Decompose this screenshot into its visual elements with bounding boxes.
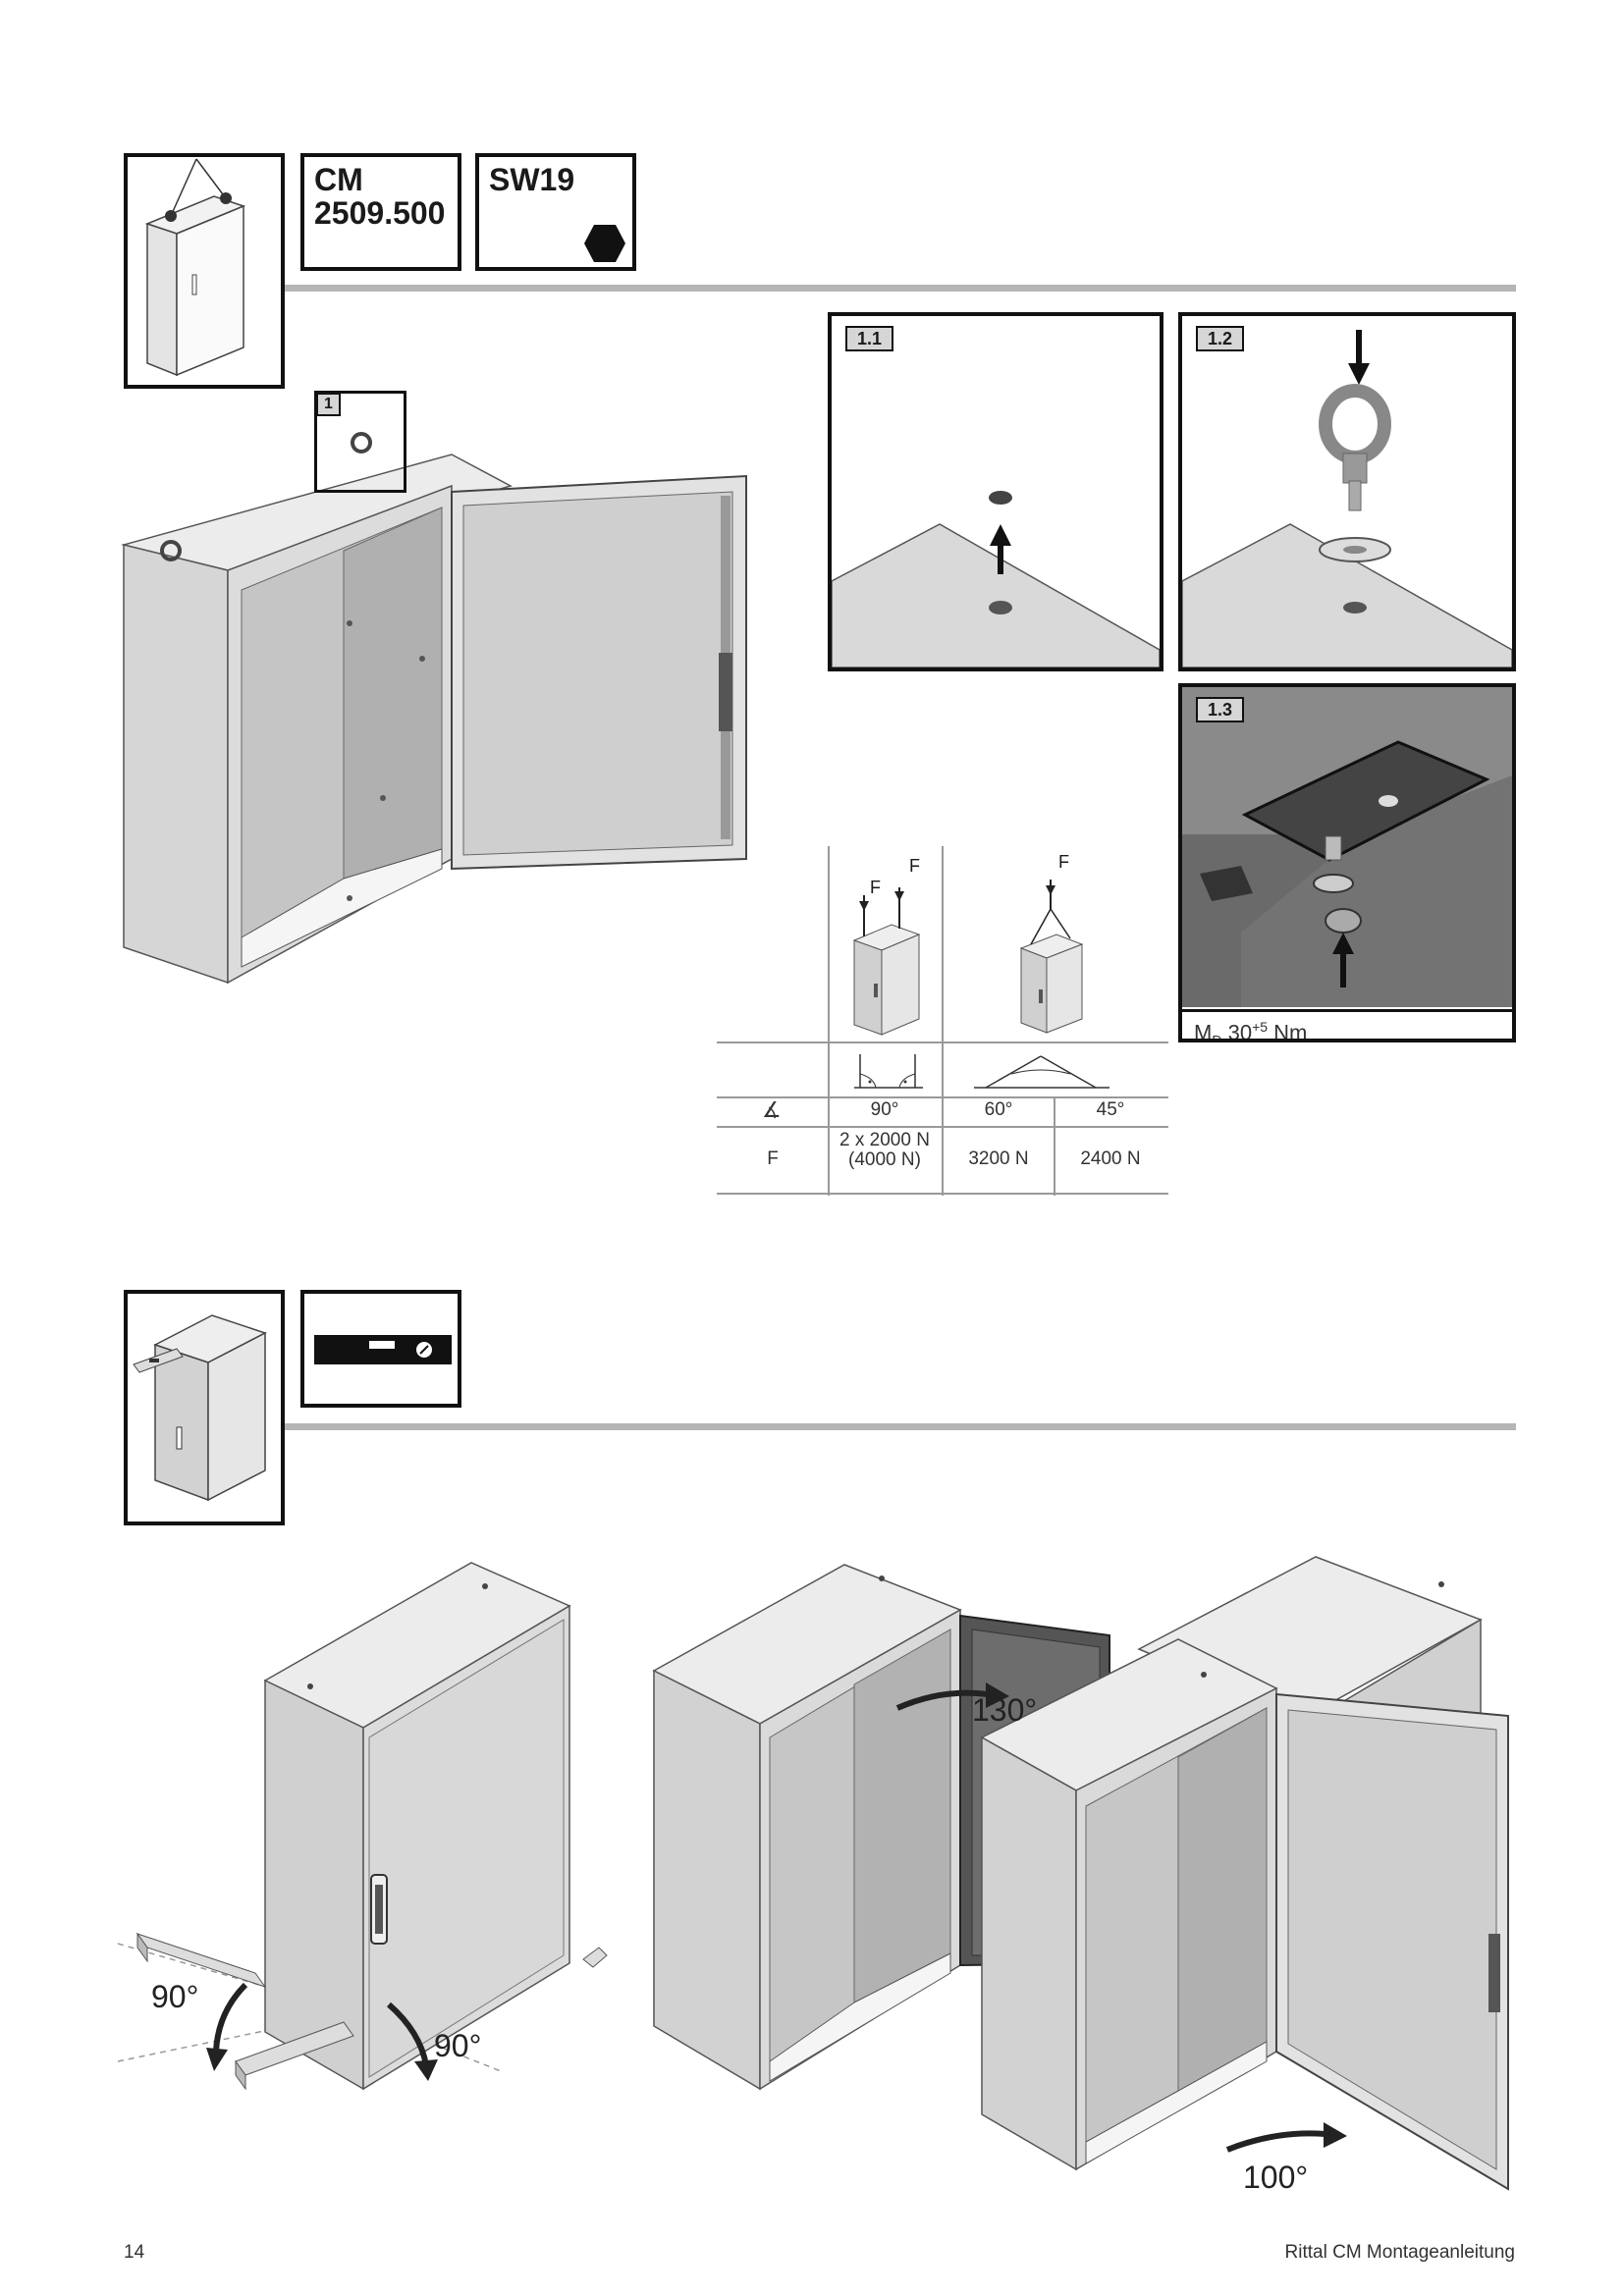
tool-label: SW19 — [489, 162, 575, 197]
detail-1-3-tag: 1.3 — [1196, 697, 1245, 722]
section2-divider — [285, 1423, 1516, 1430]
torque-unit: Nm — [1273, 1020, 1308, 1042]
force-diagram-lines — [717, 846, 1168, 1196]
detail-1-1-drawing — [832, 491, 1160, 667]
detail-1-2-tag: 1.2 — [1196, 326, 1245, 351]
angle-door-bottom-label: 100° — [1243, 2160, 1309, 2195]
force-45: 2400 N — [1080, 1148, 1141, 1169]
leveling-icon-box — [124, 1290, 285, 1525]
detail-1-2-panel: 1.2 — [1178, 312, 1516, 671]
closed-cabinet-illustration — [117, 1562, 608, 2091]
spirit-level-icon — [314, 1335, 452, 1364]
force-60: 3200 N — [968, 1148, 1029, 1169]
hex-nut-icon — [584, 225, 625, 262]
cabinet-leveling-icon — [133, 1314, 267, 1502]
detail-1-3-drawing — [1182, 687, 1512, 1007]
force-f-label-3: F — [1058, 852, 1069, 872]
product-code-line1: CM — [314, 162, 363, 197]
force-90-line1: 2 x 2000 N — [839, 1130, 930, 1150]
force-f-label-1: F — [870, 878, 881, 897]
open-cabinet-illustration — [121, 432, 747, 985]
doc-title: Rittal CM Montageanleitung — [1284, 2242, 1515, 2263]
lifting-icon-box — [124, 153, 285, 389]
angle-left-label: 90° — [151, 1979, 199, 2014]
angle-door-top-label: 130° — [972, 1692, 1038, 1728]
force-90: 2 x 2000 N (4000 N) — [829, 1131, 941, 1170]
detail-1-1-panel: 1.1 — [828, 312, 1163, 671]
cabinet-lifting-icon — [144, 158, 246, 377]
angle-45: 45° — [1096, 1099, 1125, 1120]
detail-1-2-drawing — [1182, 330, 1512, 667]
angle-60: 60° — [984, 1099, 1013, 1120]
torque-prefix: M — [1194, 1020, 1213, 1042]
torque-spec: MD 30+5 Nm — [1182, 1009, 1512, 1039]
detail-1-3-panel: 1.3 MD 30+5 Nm — [1178, 683, 1516, 1042]
angle-90: 90° — [870, 1099, 899, 1120]
angle-right-label: 90° — [434, 2028, 482, 2063]
section1-divider — [285, 285, 1516, 292]
detail-1-1-tag: 1.1 — [845, 326, 894, 351]
product-code-line2: 2509.500 — [314, 195, 446, 231]
torque-superscript: +5 — [1252, 1019, 1269, 1035]
tool-box: SW19 — [475, 153, 636, 271]
spirit-level-box — [300, 1290, 461, 1408]
force-f-label-2: F — [909, 856, 920, 876]
step-1-tag: 1 — [316, 393, 341, 416]
torque-value: 30 — [1227, 1020, 1253, 1042]
force-row-label: F — [767, 1148, 779, 1169]
paired-cabinets-illustration — [652, 1556, 1509, 2191]
step-1-highlight-box — [314, 391, 406, 493]
angle-symbol: ∡ — [762, 1097, 782, 1122]
page-number: 14 — [124, 2242, 145, 2263]
torque-subscript: D — [1212, 1032, 1222, 1042]
force-90-line2: (4000 N) — [848, 1149, 921, 1170]
product-code-box: CM 2509.500 — [300, 153, 461, 271]
